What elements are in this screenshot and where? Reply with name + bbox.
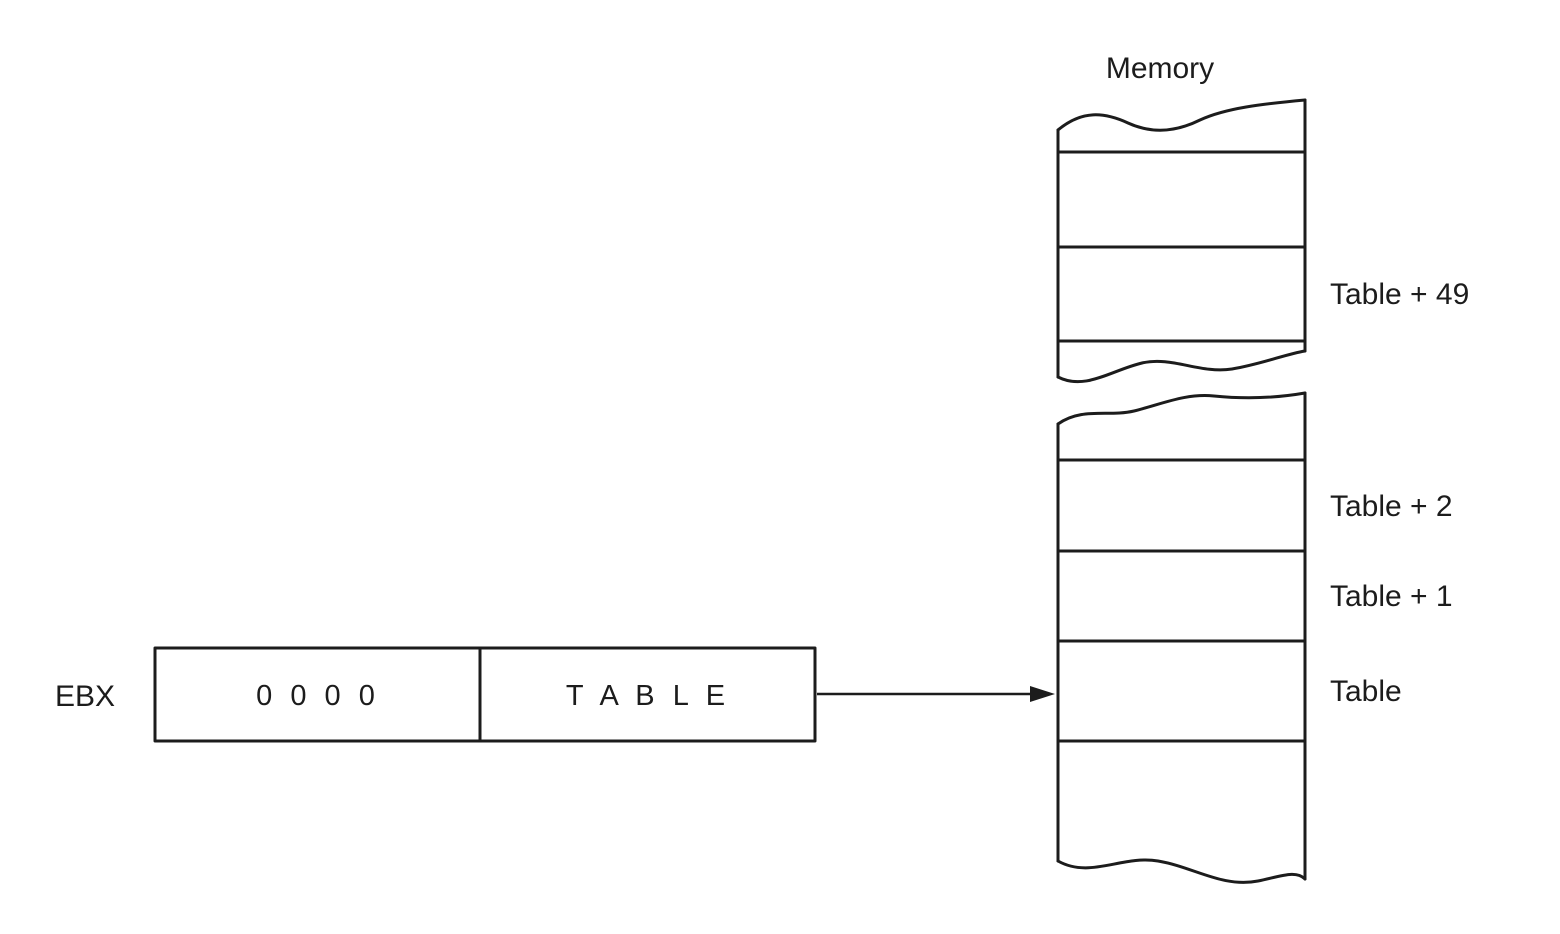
lower-chunk-top-tear-edge xyxy=(1056,391,1307,426)
memory-cell-label-table-plus-49: Table + 49 xyxy=(1330,278,1469,311)
register-name-label: EBX xyxy=(55,680,115,713)
register-low-word-value: T A B L E xyxy=(566,680,730,712)
memory-cell-label-table-plus-1: Table + 1 xyxy=(1330,580,1453,613)
register-box xyxy=(153,646,817,743)
upper-chunk-bottom-tear-edge xyxy=(1056,349,1307,384)
memory-cell-label-table-plus-2: Table + 2 xyxy=(1330,490,1453,523)
pointer-arrow xyxy=(817,686,1055,702)
memory-lower-chunk xyxy=(1056,391,1307,884)
lower-chunk-bottom-tear-edge xyxy=(1056,858,1307,884)
memory-upper-chunk xyxy=(1056,98,1307,384)
ebx-register: EBX 0 0 0 0 T A B L E xyxy=(55,646,817,743)
pointer-arrow-head-icon xyxy=(1030,686,1055,702)
upper-chunk-top-tear-edge xyxy=(1056,98,1307,132)
memory-cell-label-table: Table xyxy=(1330,675,1402,708)
memory-heading: Memory xyxy=(1106,52,1214,85)
register-high-word-value: 0 0 0 0 xyxy=(256,680,380,712)
